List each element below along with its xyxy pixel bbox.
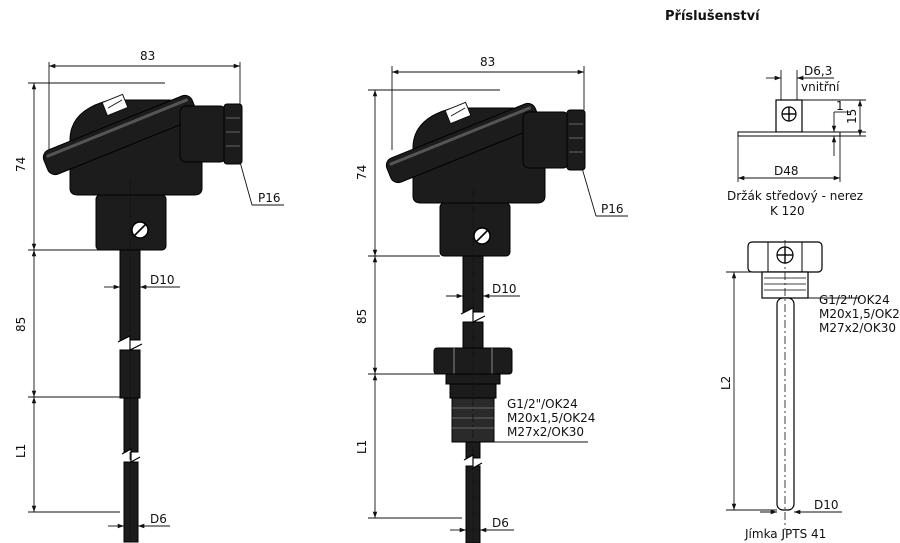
holder-base-diameter-label: D48 (774, 164, 799, 178)
thermowell-thread-3: M27x2/OK30 (819, 321, 896, 335)
holder-caption-line1: Držák středový - nerez (727, 189, 863, 203)
middle-insert-label: L1 (355, 440, 369, 454)
middle-head-height-label: 74 (355, 165, 369, 180)
holder-inner-diameter-label: D6,3 (804, 64, 832, 78)
middle-gland-label: P16 (601, 202, 624, 216)
left-stem-label: 85 (14, 317, 28, 332)
left-stem-diameter-label: D10 (150, 273, 175, 287)
middle-sensor-drawing: 83 74 85 L1 P16 (355, 55, 628, 543)
thermowell-length-label: L2 (719, 376, 733, 390)
left-head-height-label: 74 (14, 157, 28, 172)
left-gland-label: P16 (258, 191, 281, 205)
thermowell-drawing: G1/2"/OK24 M20x1,5/OK24 M27x2/OK30 L2 D1… (719, 240, 900, 541)
middle-stem-label: 85 (355, 309, 369, 324)
center-holder-drawing: D6,3 vnitřní 15 1 D48 Držák středový - n… (727, 64, 866, 218)
thermowell-diameter-label: D10 (814, 498, 839, 512)
left-insert-label: L1 (14, 444, 28, 458)
middle-stem-diameter-label: D10 (492, 282, 517, 296)
middle-thread-2: M20x1,5/OK24 (507, 411, 595, 425)
holder-inner-note: vnitřní (801, 80, 840, 94)
left-sensor-drawing: 83 74 85 L1 P16 (14, 49, 284, 543)
holder-thickness-label: 1 (836, 99, 844, 113)
left-tip-diameter-label: D6 (150, 512, 167, 526)
middle-width-label: 83 (480, 55, 495, 69)
accessories-title: Příslušenství (665, 9, 761, 24)
thermowell-thread-2: M20x1,5/OK24 (819, 307, 900, 321)
middle-tip-diameter-label: D6 (492, 516, 509, 530)
middle-thread-1: G1/2"/OK24 (507, 397, 578, 411)
left-width-label: 83 (140, 49, 155, 63)
thermowell-caption: Jímka JPTS 41 (744, 527, 826, 541)
middle-thread-3: M27x2/OK30 (507, 425, 584, 439)
thermowell-thread-1: G1/2"/OK24 (819, 293, 890, 307)
holder-height-label: 15 (845, 109, 859, 124)
holder-caption-line2: K 120 (770, 204, 805, 218)
